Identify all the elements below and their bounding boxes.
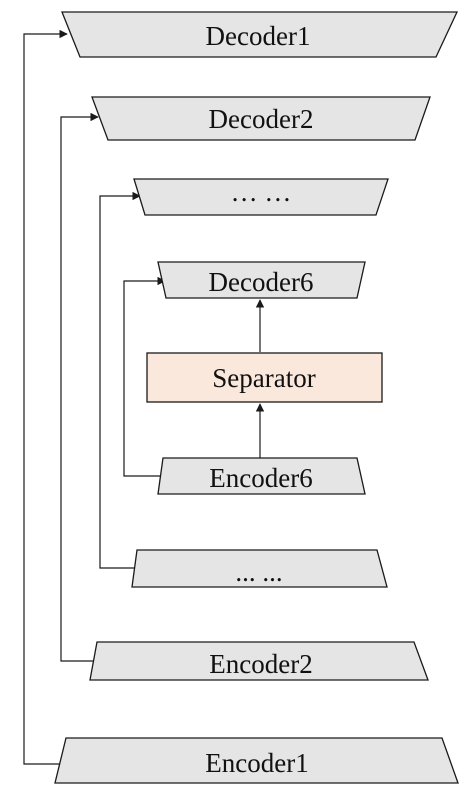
decoder2-label: Decoder2 — [209, 104, 314, 134]
decoder-ellipsis-label: … … — [231, 177, 292, 207]
decoder1-block: Decoder1 — [61, 11, 459, 58]
encoder-ellipsis-label: ... ... — [235, 557, 282, 587]
encoder6-label: Encoder6 — [209, 463, 312, 493]
skip-connection-encoder6-decoder6 — [123, 276, 166, 477]
decoder2-block: Decoder2 — [91, 96, 431, 141]
decoder-ellipsis-block: … … — [133, 177, 389, 216]
separator-block: Separator — [146, 352, 383, 403]
skip-connection-encoder2-decoder2 — [60, 112, 99, 662]
encoder2-block: Encoder2 — [89, 641, 429, 681]
encoder-ellipsis-block: ... ... — [131, 549, 388, 588]
encoder6-block: Encoder6 — [157, 457, 366, 495]
encoder1-block: Encoder1 — [54, 737, 459, 784]
decoder6-block: Decoder6 — [157, 261, 366, 299]
encoder1-label: Encoder1 — [205, 748, 308, 778]
encoder2-label: Encoder2 — [209, 649, 312, 679]
skip-connection-encoder-ellipsis-decoder-ellipsis — [99, 191, 141, 569]
skip-connection-encoder1-decoder1 — [23, 29, 68, 765]
separator-label: Separator — [212, 363, 315, 393]
decoder1-label: Decoder1 — [206, 21, 311, 51]
decoder6-label: Decoder6 — [209, 267, 314, 297]
